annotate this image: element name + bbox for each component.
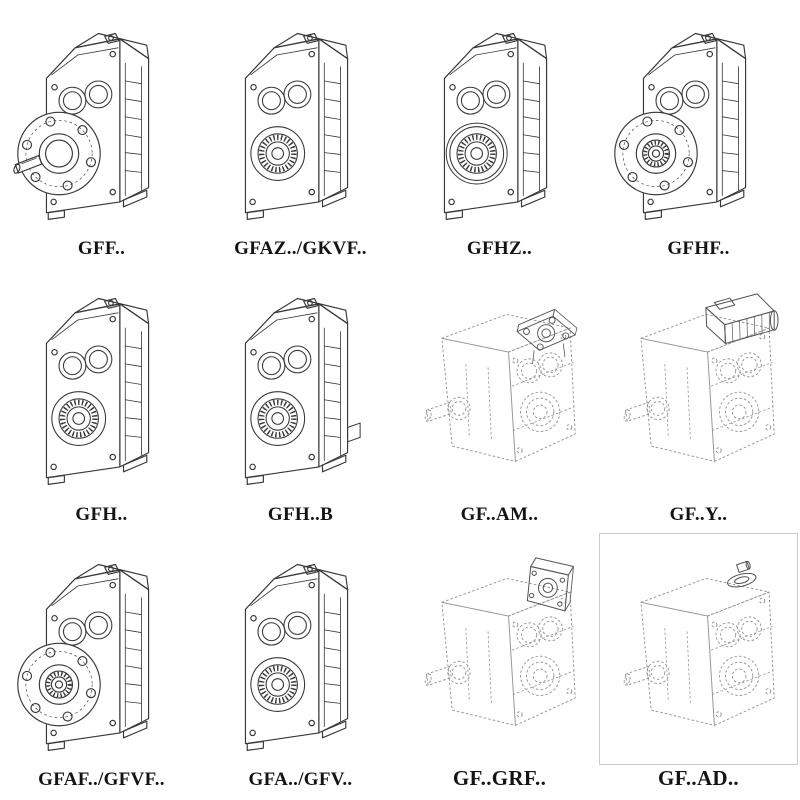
catalog-cell-gfhz: GFHZ..: [400, 2, 599, 267]
model-label: GFAF../GFVF..: [38, 769, 165, 790]
catalog-cell-gf-ad: GF..AD..: [599, 532, 798, 798]
catalog-cell-gfhf: GFHF..: [599, 2, 798, 267]
model-label: GFHF..: [667, 238, 730, 260]
catalog-cell-gff: GFF..: [2, 2, 201, 267]
catalog-cell-gfa-gfv: GFA../GFV..: [201, 533, 400, 798]
gearbox-motor-mounted-drawing: [599, 267, 798, 502]
model-label: GFHZ..: [466, 238, 533, 260]
model-label: GF..AM..: [460, 503, 539, 525]
gearbox-foot-mounted-drawing: [201, 533, 400, 768]
gearbox-hollow-shaft-drawing: [2, 267, 201, 502]
catalog-cell-gfaf-gfvf: GFAF../GFVF..: [2, 533, 201, 798]
catalog-cell-gfh-b: GFH..B: [201, 267, 400, 532]
gearbox-hollow-shaft-shrink-disc-drawing: [400, 2, 599, 237]
model-label: GFH..B: [267, 503, 334, 525]
model-label: GFA../GFV..: [248, 769, 353, 790]
catalog-cell-gf-am: GF..AM..: [400, 267, 599, 532]
model-label: GFAZ../GKVF..: [234, 238, 367, 260]
gearbox-hollow-shaft-drawing: [201, 2, 400, 237]
gearbox-flange-solid-shaft-drawing: [2, 2, 201, 237]
model-label: GF..Y..: [669, 503, 728, 525]
catalog-cell-gf-grf: GF..GRF..: [400, 533, 599, 798]
gearbox-grf-adapter-drawing: [400, 533, 599, 765]
gearbox-flange-mounted-drawing: [2, 533, 201, 768]
model-label: GF..GRF..: [452, 766, 547, 790]
catalog-cell-gfaz-gkvf: GFAZ../GKVF..: [201, 2, 400, 267]
catalog-cell-gfh: GFH..: [2, 267, 201, 532]
catalog-cell-gf-y: GF..Y..: [599, 267, 798, 532]
gearbox-flange-hollow-shaft-drawing: [599, 2, 798, 237]
model-label: GFH..: [75, 503, 128, 525]
gearbox-iec-adapter-drawing: [400, 267, 599, 502]
gearbox-input-shaft-adapter-drawing: [599, 532, 798, 765]
model-label: GF..AD..: [658, 766, 739, 790]
model-label: GFF..: [77, 238, 126, 260]
gearbox-hollow-shaft-backstop-drawing: [201, 267, 400, 502]
